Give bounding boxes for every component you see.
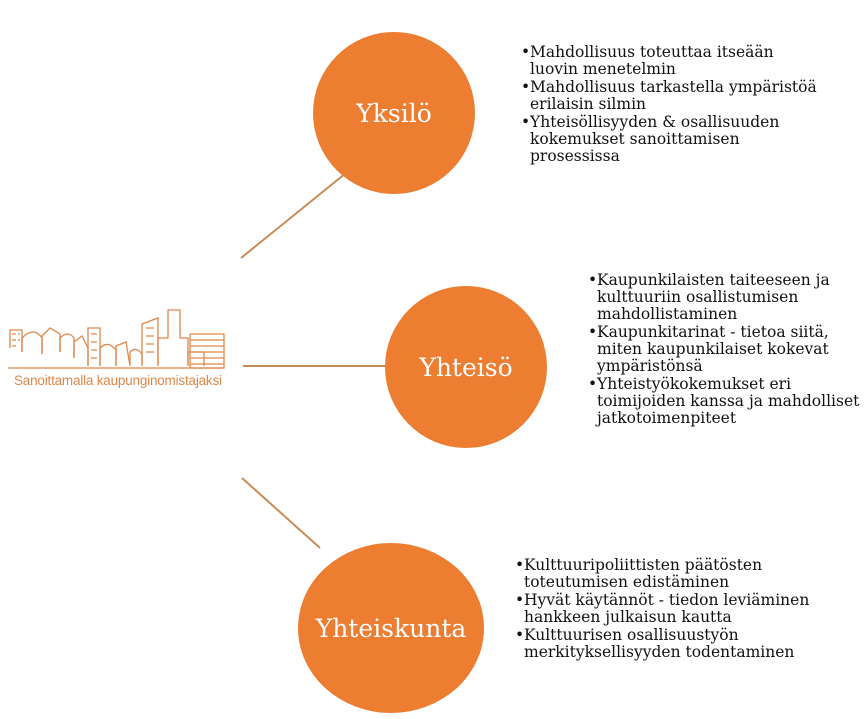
list-item: Hyvät käytännöt - tiedon leviäminen hank… xyxy=(515,592,835,626)
node-label-yksilo: Yksilö xyxy=(356,98,432,128)
logo: Sanoittamalla kaupunginomistajaksi xyxy=(8,308,226,390)
node-label-yhteiskunta: Yhteiskunta xyxy=(315,613,467,643)
node-circle-yhteiso: Yhteisö xyxy=(385,286,547,448)
bullet-list-yksilo: Mahdollisuus toteuttaa itseään luovin me… xyxy=(521,44,821,166)
logo-text: Sanoittamalla kaupunginomistajaksi xyxy=(14,373,222,388)
connector-line-yhteiskunta xyxy=(241,477,321,549)
list-item: Mahdollisuus tarkastella ympäristöä eril… xyxy=(521,79,821,113)
list-item: Yhteisöllisyyden & osallisuuden kokemuks… xyxy=(521,114,821,165)
list-item: Kaupunkitarinat - tietoa siitä, miten ka… xyxy=(588,324,862,375)
node-circle-yksilo: Yksilö xyxy=(313,32,475,194)
list-item: Kaupunkilaisten taiteeseen ja kulttuurii… xyxy=(588,272,862,323)
node-circle-yhteiskunta: Yhteiskunta xyxy=(298,543,484,713)
bullet-list-yhteiso: Kaupunkilaisten taiteeseen ja kulttuurii… xyxy=(588,272,862,428)
city-skyline-icon xyxy=(8,309,225,369)
list-item: Kulttuurisen osallisuustyön merkityksell… xyxy=(515,627,835,661)
list-item: Mahdollisuus toteuttaa itseään luovin me… xyxy=(521,44,821,78)
connector-line-yksilo xyxy=(240,172,347,259)
bullet-list-yhteiskunta: Kulttuuripoliittisten päätösten toteutum… xyxy=(515,557,835,662)
list-item: Kulttuuripoliittisten päätösten toteutum… xyxy=(515,557,835,591)
node-label-yhteiso: Yhteisö xyxy=(419,352,513,382)
list-item: Yhteistyökokemukset eri toimijoiden kans… xyxy=(588,376,862,427)
